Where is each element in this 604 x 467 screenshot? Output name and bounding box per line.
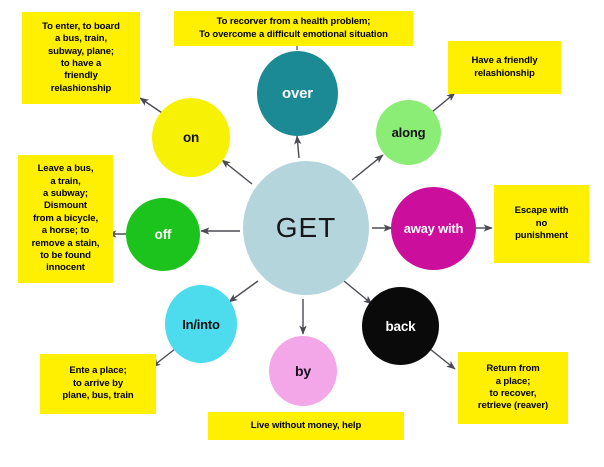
arrow-hub-to-in-into [228, 280, 259, 303]
note-away-with: Escape with no punishment [494, 185, 589, 263]
arrow-hub-to-back [343, 280, 373, 305]
bubble-back[interactable]: back [362, 287, 439, 365]
note-by: Live without money, help [208, 412, 404, 440]
note-over: To recorver from a health problem; To ov… [174, 11, 413, 46]
bubble-over[interactable]: over [257, 51, 338, 136]
bubble-off[interactable]: off [126, 198, 200, 271]
arrow-hub-to-along [351, 154, 384, 181]
arrow-hub-to-on [221, 159, 253, 185]
note-in-into: Ente a place; to arrive by plane, bus, t… [40, 354, 156, 414]
note-along: Have a friendly relashionship [448, 41, 561, 94]
arrow-back-to-note [429, 348, 456, 370]
bubble-along[interactable]: along [376, 100, 441, 165]
note-on: To enter, to board a bus, train, subway,… [22, 12, 140, 104]
note-back: Return from a place; to recover, retriev… [458, 352, 568, 424]
bubble-on[interactable]: on [152, 98, 230, 177]
bubble-by[interactable]: by [269, 336, 337, 406]
bubble-in-into[interactable]: In/into [165, 285, 237, 363]
hub-circle-get[interactable]: GET [243, 161, 369, 295]
bubble-away-with[interactable]: away with [391, 187, 476, 270]
note-off: Leave a bus, a train, a subway; Dismount… [18, 155, 113, 283]
arrow-along-to-note [431, 92, 456, 113]
arrow-hub-to-over [294, 135, 302, 159]
